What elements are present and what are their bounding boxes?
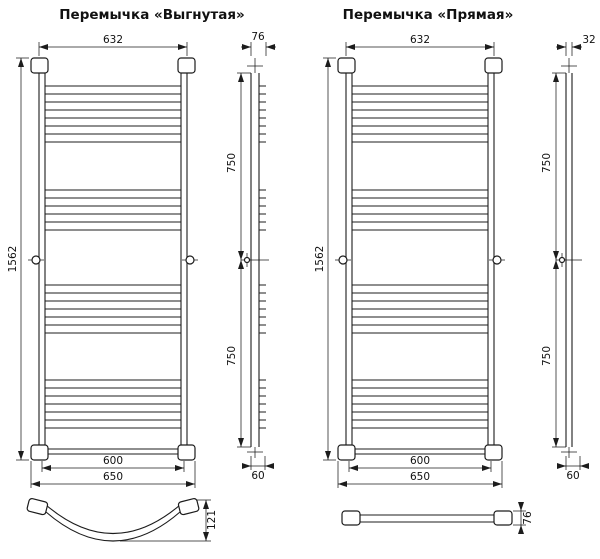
curved-crossbar-cap-left: [26, 498, 49, 516]
straight-crossbar-cap-right: [493, 510, 513, 526]
right-side-view: [556, 58, 582, 458]
right-dim-750-lower: 750: [541, 346, 553, 366]
right-rails: [345, 72, 495, 446]
curved-crossbar-bottom: [45, 511, 181, 542]
right-rungs: [352, 85, 488, 429]
curved-crossbar-cap-right: [177, 498, 200, 516]
left-side-bracket: [243, 256, 251, 264]
right-fitting-bottom-left: [337, 444, 356, 461]
left-bracket-left: [31, 255, 41, 265]
left-side-view: [241, 58, 269, 458]
right-fitting-top-right: [484, 57, 503, 74]
right-dim-632: 632: [410, 34, 430, 46]
left-side-rung-stubs: [259, 85, 266, 429]
left-fitting-bottom-left: [30, 444, 49, 461]
left-dim-76: 76: [251, 31, 265, 43]
right-front-view: [335, 57, 505, 461]
curved-crossbar-top: [45, 504, 181, 534]
right-side-top-valve: [561, 58, 577, 73]
right-drawing: Перемычка «Прямая» 632: [314, 7, 596, 534]
right-dimensions: 632 32 1562 750 750 600 650 60: [314, 34, 596, 488]
left-dim-650: 650: [103, 471, 123, 483]
right-dim-600: 600: [410, 455, 430, 467]
left-dimensions: 632 76 1562 750 750 600 650 60: [7, 31, 276, 488]
left-fitting-bottom-right: [177, 444, 196, 461]
left-dim-750-lower: 750: [226, 346, 238, 366]
left-rungs: [45, 85, 181, 429]
left-crossbar-detail: 121: [26, 498, 218, 542]
right-dim-650: 650: [410, 471, 430, 483]
right-dim-76: 76: [522, 511, 534, 525]
left-bracket-right: [185, 255, 195, 265]
left-dim-60: 60: [251, 470, 264, 482]
right-dim-60: 60: [566, 470, 579, 482]
left-fitting-top-left: [30, 57, 49, 74]
left-dim-632: 632: [103, 34, 123, 46]
straight-crossbar-tube: [360, 514, 494, 523]
right-bracket-right: [492, 255, 502, 265]
right-ext-32: [565, 42, 573, 56]
right-title: Перемычка «Прямая»: [343, 7, 514, 23]
right-fitting-bottom-right: [484, 444, 503, 461]
left-ext-76: [250, 42, 267, 56]
left-drawing: Перемычка «Выгнутая» 632: [7, 7, 276, 542]
left-ext-60: [250, 456, 266, 470]
left-dim-121: 121: [206, 510, 218, 530]
right-ext-60: [565, 456, 581, 470]
right-bottom-tube: [355, 448, 485, 455]
right-side-bottom-cap: [561, 447, 577, 458]
straight-crossbar-cap-left: [341, 510, 361, 526]
left-dim-1562: 1562: [7, 246, 19, 273]
left-side-bottom-cap: [247, 447, 263, 458]
left-front-view: [28, 57, 198, 461]
right-fitting-top-left: [337, 57, 356, 74]
right-bracket-left: [338, 255, 348, 265]
left-side-top-valve: [247, 58, 263, 73]
right-dim-750-upper: 750: [541, 153, 553, 173]
right-crossbar-detail: 76: [341, 502, 534, 534]
left-rails: [38, 72, 188, 446]
left-dim-750-upper: 750: [226, 153, 238, 173]
left-dim-600: 600: [103, 455, 123, 467]
right-dim-32: 32: [582, 34, 595, 46]
left-title: Перемычка «Выгнутая»: [59, 7, 244, 23]
left-bottom-tube: [48, 448, 178, 455]
right-dim-1562: 1562: [314, 246, 326, 273]
left-fitting-top-right: [177, 57, 196, 74]
right-side-bracket: [558, 256, 566, 264]
